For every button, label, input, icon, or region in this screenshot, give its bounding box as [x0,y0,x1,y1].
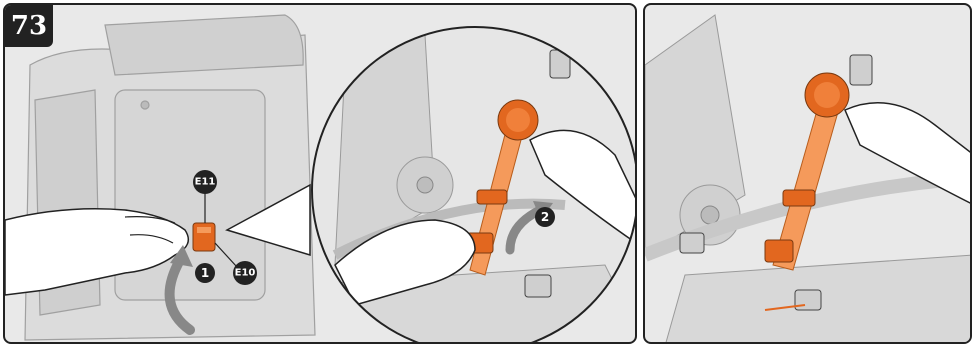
magnified-view [305,27,637,344]
buckle-e11 [193,223,215,251]
strap-tightened [765,73,849,270]
left-illustration: E11 E10 1 [5,5,637,344]
callout-e11-label: E11 [195,177,216,188]
illustration-panel-left: 73 E11 E10 [3,3,637,344]
callout-e11: E11 [193,170,217,194]
right-illustration [645,5,972,344]
callout-e10: E10 [233,261,257,285]
illustration-panel-right [643,3,972,344]
callout-e10-label: E10 [235,268,256,279]
arrow-2-label: 2 [541,210,549,224]
step-number-badge: 73 [5,5,53,47]
callout-2: 2 [535,207,555,227]
arrow-1-label: 1 [201,266,209,280]
